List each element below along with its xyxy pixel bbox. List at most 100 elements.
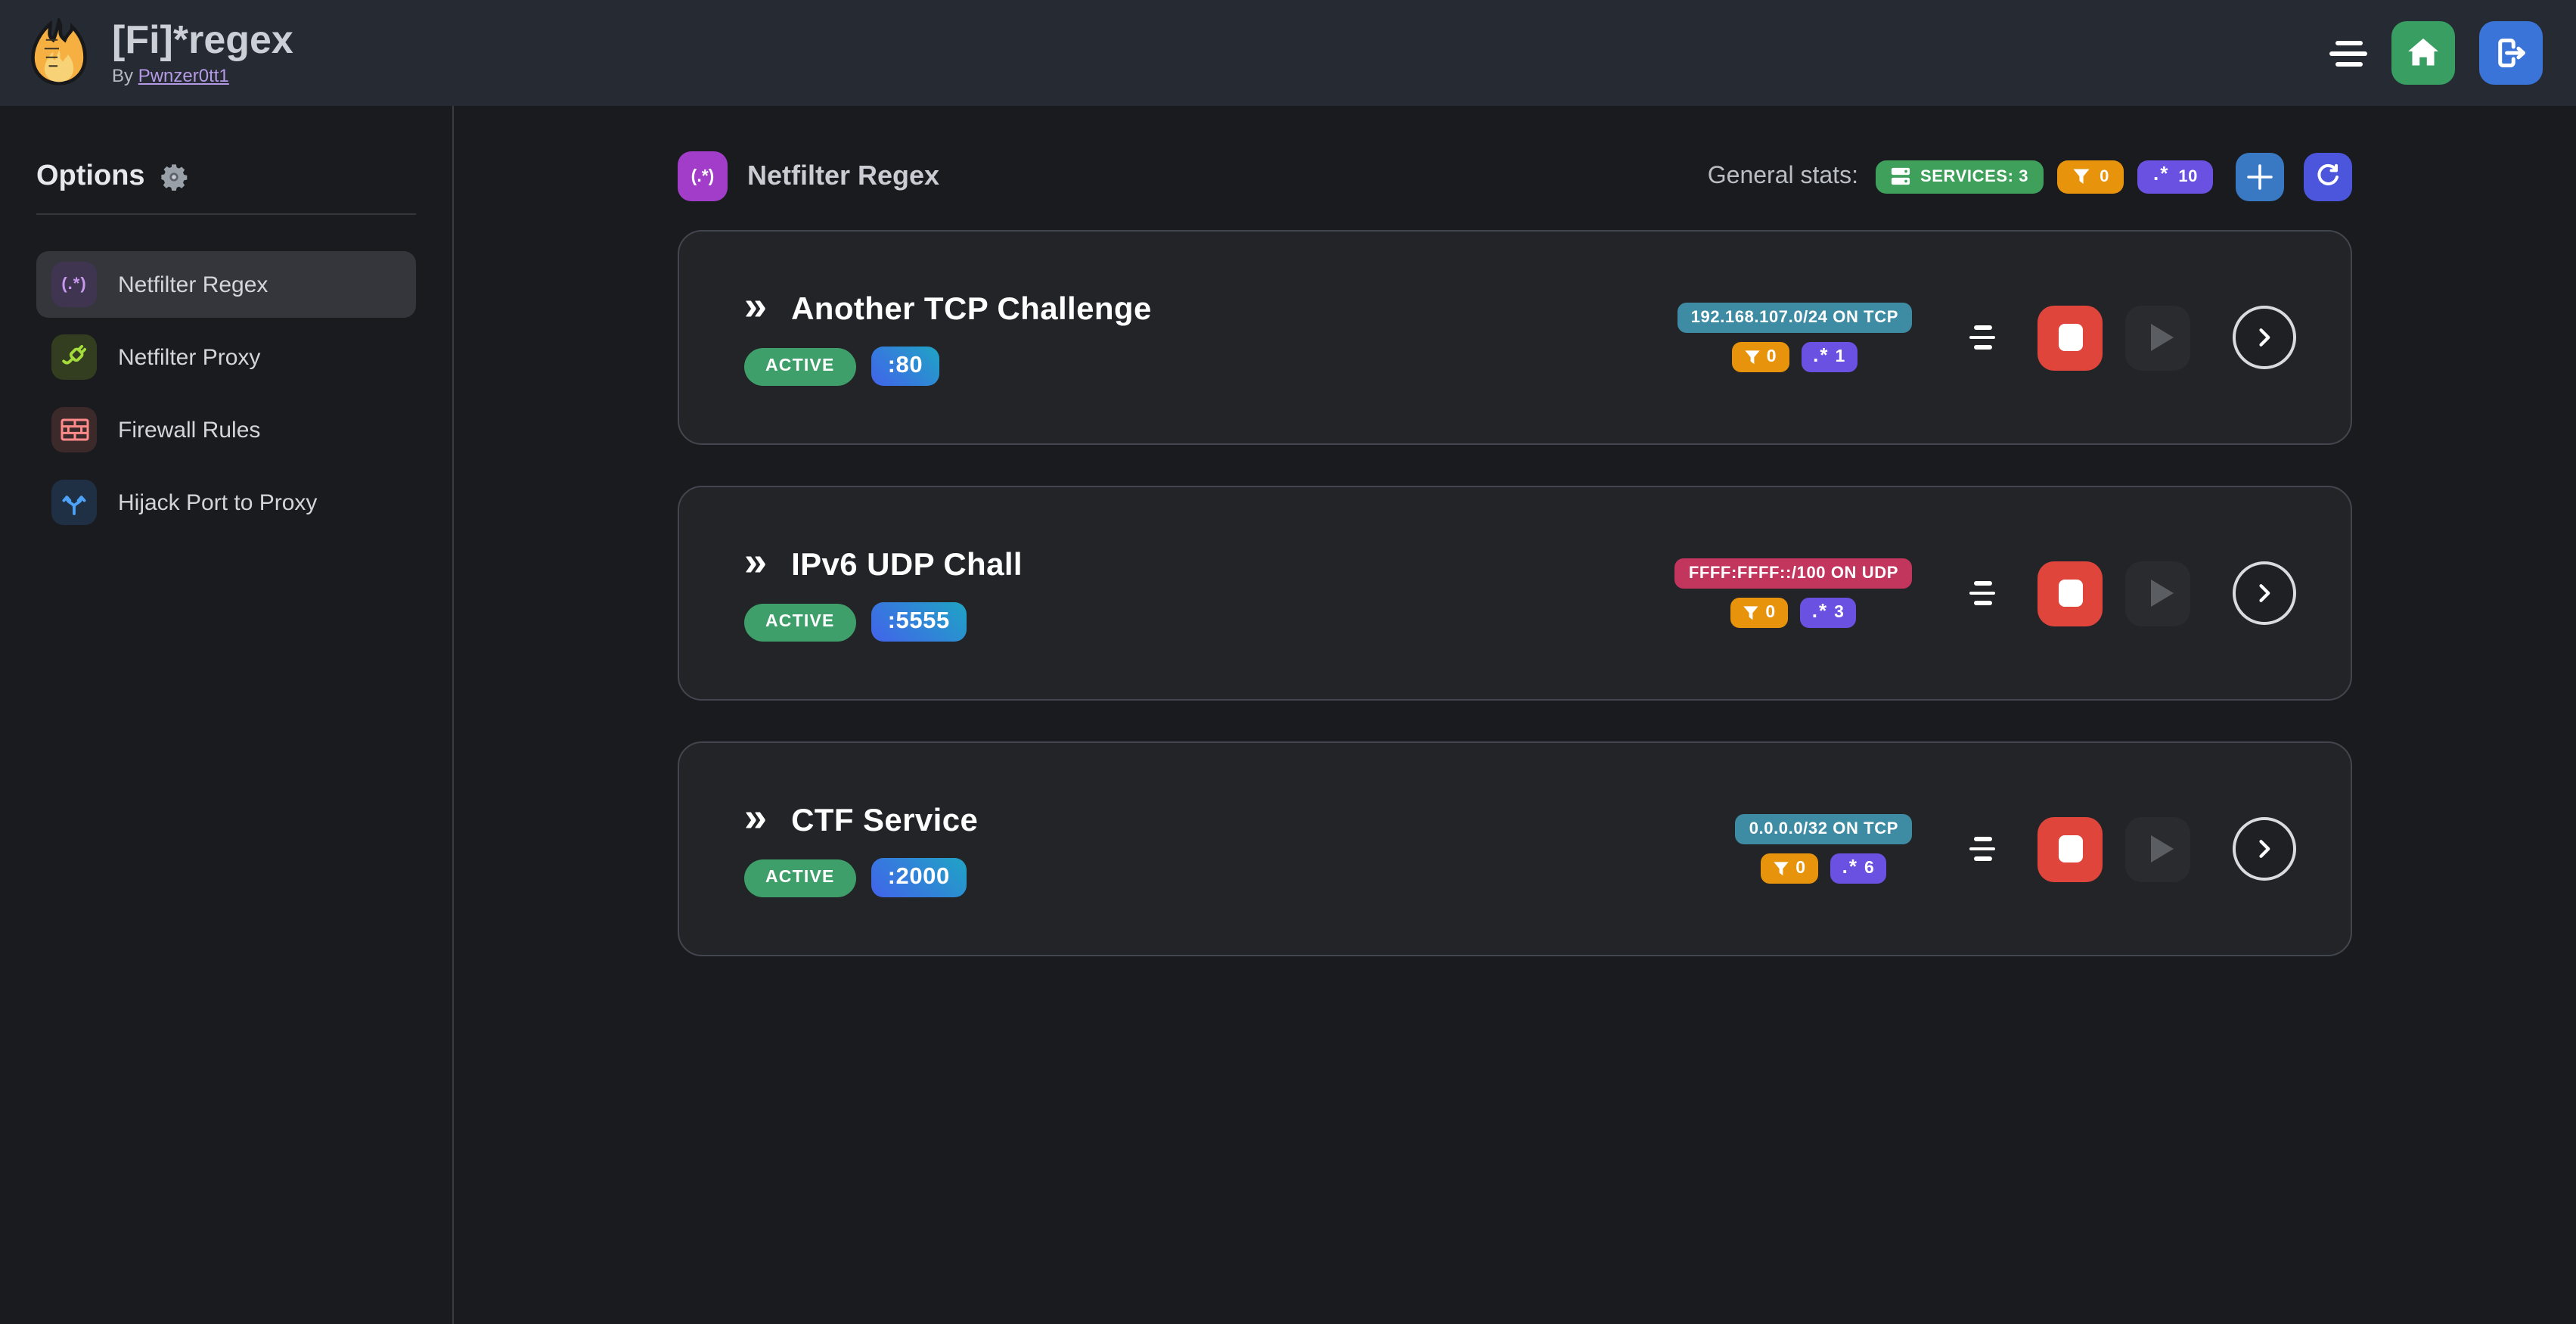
sidebar-item-label: Firewall Rules bbox=[118, 417, 261, 443]
main-content: (.*) Netfilter Regex General stats: SERV… bbox=[454, 106, 2576, 1324]
menu-icon[interactable] bbox=[2329, 40, 2367, 66]
play-icon bbox=[2150, 580, 2173, 607]
regexes-count-badge: .* 10 bbox=[2137, 160, 2213, 193]
general-stats: General stats: SERVICES: 3 bbox=[1708, 152, 2352, 200]
section-title: Netfilter Regex bbox=[747, 160, 940, 191]
drag-handle-icon[interactable] bbox=[1969, 581, 1995, 605]
author-link[interactable]: Pwnzer0tt1 bbox=[138, 65, 229, 87]
stop-button[interactable] bbox=[2038, 561, 2103, 626]
regex-icon: (.*) bbox=[51, 262, 97, 307]
stats-label: General stats: bbox=[1707, 163, 1858, 188]
refresh-button[interactable] bbox=[2304, 152, 2352, 200]
status-badge: ACTIVE bbox=[744, 347, 856, 385]
regexes-count-badge: .* 1 bbox=[1801, 342, 1858, 372]
navbar-brand: [Fi]*regex By Pwnzer0tt1 bbox=[24, 18, 293, 88]
filter-icon bbox=[1745, 350, 1760, 364]
play-icon bbox=[2150, 324, 2173, 351]
service-name: Another TCP Challenge bbox=[791, 291, 1152, 326]
sidebar-item-label: Netfilter Proxy bbox=[118, 344, 261, 370]
logout-button[interactable] bbox=[2479, 21, 2543, 85]
status-badge: ACTIVE bbox=[744, 603, 856, 641]
chevron-right-icon bbox=[2259, 328, 2270, 347]
split-arrows-icon bbox=[51, 480, 97, 525]
drag-handle-icon[interactable] bbox=[1969, 837, 1995, 861]
open-service-button[interactable] bbox=[2233, 561, 2296, 625]
services-count-badge: SERVICES: 3 bbox=[1876, 160, 2044, 193]
filters-count: 0 bbox=[2100, 167, 2109, 185]
stop-button[interactable] bbox=[2038, 816, 2103, 881]
port-badge: :80 bbox=[871, 347, 940, 386]
play-button[interactable] bbox=[2125, 305, 2190, 370]
services-count: SERVICES: 3 bbox=[1920, 167, 2029, 185]
chevron-right-icon bbox=[2259, 840, 2270, 858]
address-badge: 192.168.107.0/24 ON TCP bbox=[1677, 303, 1912, 333]
sidebar-item-label: Netfilter Regex bbox=[118, 272, 268, 297]
double-chevron-icon: » bbox=[744, 539, 768, 584]
regexes-count: 10 bbox=[2178, 167, 2198, 185]
service-card: » Another TCP Challenge ACTIVE :80 192.1… bbox=[678, 230, 2352, 445]
play-button[interactable] bbox=[2125, 561, 2190, 626]
refresh-icon bbox=[2317, 163, 2339, 185]
sidebar-item-hijack-port[interactable]: Hijack Port to Proxy bbox=[36, 469, 416, 536]
add-service-button[interactable] bbox=[2236, 152, 2284, 200]
byline: By Pwnzer0tt1 bbox=[112, 65, 293, 86]
sidebar-heading: Options bbox=[36, 160, 416, 194]
filters-count: 0 bbox=[1795, 859, 1806, 878]
plug-icon bbox=[51, 334, 97, 380]
filters-count-badge: 0 bbox=[1761, 853, 1818, 884]
app-title: [Fi]*regex bbox=[112, 16, 293, 62]
regexes-count: 1 bbox=[1835, 348, 1845, 366]
plus-icon bbox=[2247, 163, 2273, 189]
stop-icon bbox=[2058, 324, 2082, 351]
brick-wall-icon bbox=[51, 407, 97, 452]
sidebar-item-netfilter-regex[interactable]: (.*) Netfilter Regex bbox=[36, 251, 416, 318]
regex-dot-star-icon: .* bbox=[2152, 162, 2170, 185]
sidebar-item-firewall-rules[interactable]: Firewall Rules bbox=[36, 396, 416, 463]
regexes-count: 3 bbox=[1834, 604, 1845, 622]
home-button[interactable] bbox=[2391, 21, 2455, 85]
filters-count-badge: 0 bbox=[1731, 342, 1789, 372]
filter-icon bbox=[1774, 861, 1789, 875]
byline-prefix: By bbox=[112, 65, 134, 87]
regex-dot-star-icon: .* bbox=[1813, 343, 1830, 365]
service-stats: 0.0.0.0/32 ON TCP 0 .* 6 bbox=[1735, 814, 1912, 884]
service-card: » IPv6 UDP Chall ACTIVE :5555 FFFF:FFFF:… bbox=[678, 486, 2352, 701]
port-badge: :2000 bbox=[871, 858, 967, 897]
address-badge: 0.0.0.0/32 ON TCP bbox=[1735, 814, 1912, 844]
stop-icon bbox=[2058, 835, 2082, 862]
title-block: [Fi]*regex By Pwnzer0tt1 bbox=[112, 16, 293, 86]
filters-count-badge: 0 bbox=[2057, 160, 2124, 193]
service-stats: 192.168.107.0/24 ON TCP 0 .* 1 bbox=[1677, 303, 1912, 372]
regex-section-icon: (.*) bbox=[678, 151, 728, 201]
navbar-actions bbox=[2329, 21, 2552, 85]
stop-icon bbox=[2058, 580, 2082, 607]
drag-handle-icon[interactable] bbox=[1969, 325, 1995, 350]
server-icon bbox=[1892, 167, 1911, 185]
port-badge: :5555 bbox=[871, 602, 967, 642]
open-service-button[interactable] bbox=[2233, 817, 2296, 881]
filter-icon bbox=[2073, 168, 2090, 184]
play-icon bbox=[2150, 835, 2173, 862]
service-name: CTF Service bbox=[791, 803, 979, 838]
double-chevron-icon: » bbox=[744, 283, 768, 328]
section-header: (.*) Netfilter Regex General stats: SERV… bbox=[678, 151, 2352, 201]
stop-button[interactable] bbox=[2038, 305, 2103, 370]
service-name: IPv6 UDP Chall bbox=[791, 547, 1023, 582]
service-card: » CTF Service ACTIVE :2000 0.0.0.0/32 ON… bbox=[678, 741, 2352, 956]
regex-dot-star-icon: .* bbox=[1842, 854, 1858, 877]
filters-count: 0 bbox=[1765, 604, 1776, 622]
status-badge: ACTIVE bbox=[744, 859, 856, 897]
sidebar-item-netfilter-proxy[interactable]: Netfilter Proxy bbox=[36, 324, 416, 390]
section-title-group: (.*) Netfilter Regex bbox=[678, 151, 939, 201]
open-service-button[interactable] bbox=[2233, 306, 2296, 369]
sidebar-divider bbox=[36, 213, 416, 215]
filter-icon bbox=[1743, 605, 1758, 620]
logout-icon bbox=[2498, 39, 2525, 67]
regexes-count-badge: .* 3 bbox=[1799, 598, 1857, 628]
play-button[interactable] bbox=[2125, 816, 2190, 881]
sidebar-item-label: Hijack Port to Proxy bbox=[118, 490, 318, 515]
sidebar-nav: (.*) Netfilter Regex Netfilter Pr bbox=[36, 251, 416, 536]
address-badge: FFFF:FFFF::/100 ON UDP bbox=[1674, 558, 1912, 589]
service-info: » IPv6 UDP Chall ACTIVE :5555 bbox=[744, 539, 1023, 642]
